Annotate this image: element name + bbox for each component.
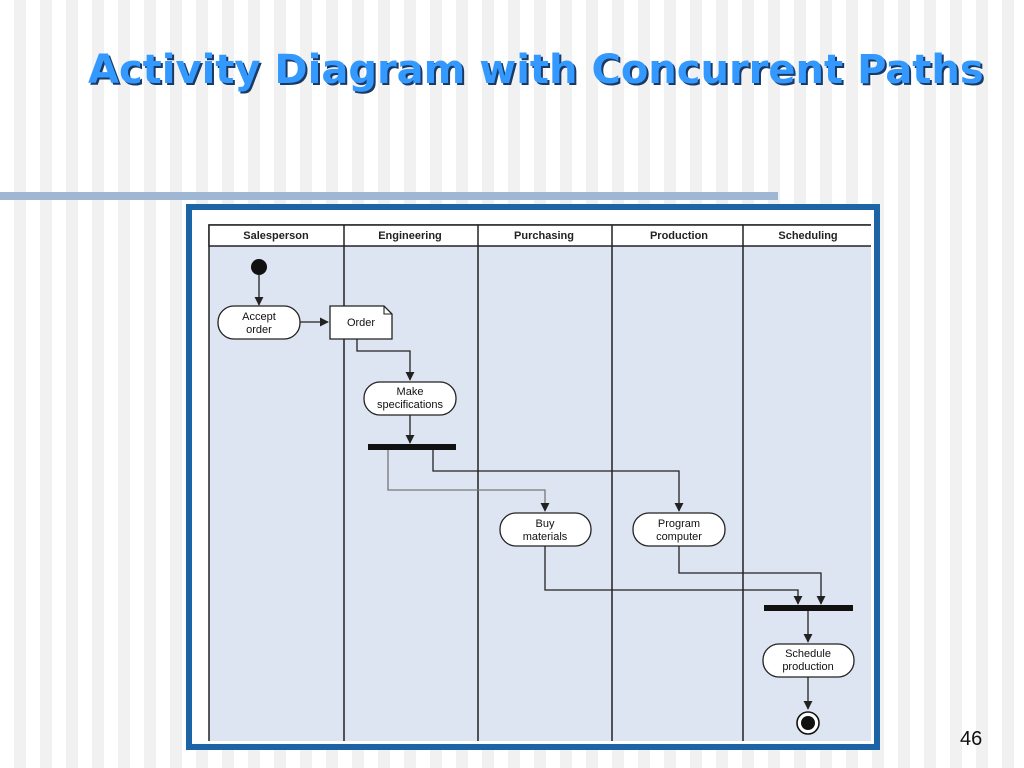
flow-arrow bbox=[432, 450, 684, 512]
lane-header-row bbox=[208, 224, 871, 247]
object-order bbox=[329, 305, 393, 340]
lane-header-salesperson: Salesperson bbox=[243, 230, 309, 242]
lane-header-production: Production bbox=[650, 230, 708, 242]
title-divider bbox=[0, 192, 778, 200]
diagram-inner: Salesperson Engineering Purchasing Produ… bbox=[192, 210, 874, 744]
slide-title: Activity Diagram with Concurrent Paths bbox=[88, 47, 984, 93]
flow-arrow bbox=[544, 546, 803, 605]
lane-header-engineering: Engineering bbox=[378, 230, 442, 242]
activity-label: Make bbox=[397, 386, 424, 398]
activity-label: specifications bbox=[377, 399, 444, 411]
activity-label: materials bbox=[523, 531, 568, 543]
diagram-frame: Salesperson Engineering Purchasing Produ… bbox=[186, 204, 880, 750]
activity-label: Program bbox=[658, 518, 700, 530]
activity-label: Schedule bbox=[785, 648, 831, 660]
lane-header-scheduling: Scheduling bbox=[778, 230, 837, 242]
activity-label: Accept bbox=[242, 311, 276, 323]
lanes-background bbox=[208, 224, 871, 741]
activity-label: production bbox=[782, 661, 833, 673]
fork-bar bbox=[368, 444, 456, 450]
page-number: 46 bbox=[960, 728, 983, 750]
initial-node bbox=[251, 259, 267, 275]
activity-diagram: Salesperson Engineering Purchasing Produ… bbox=[208, 224, 871, 741]
flow-arrow bbox=[387, 450, 550, 512]
join-bar bbox=[764, 605, 853, 611]
lane-header-purchasing: Purchasing bbox=[514, 230, 574, 242]
final-node bbox=[801, 716, 815, 730]
activity-label: order bbox=[246, 324, 272, 336]
flow-arrow bbox=[356, 339, 415, 381]
object-label: Order bbox=[347, 317, 375, 329]
dog-ear bbox=[383, 306, 392, 315]
flow-arrow bbox=[678, 546, 826, 605]
activity-label: Buy bbox=[536, 518, 555, 530]
activity-label: computer bbox=[656, 531, 702, 543]
